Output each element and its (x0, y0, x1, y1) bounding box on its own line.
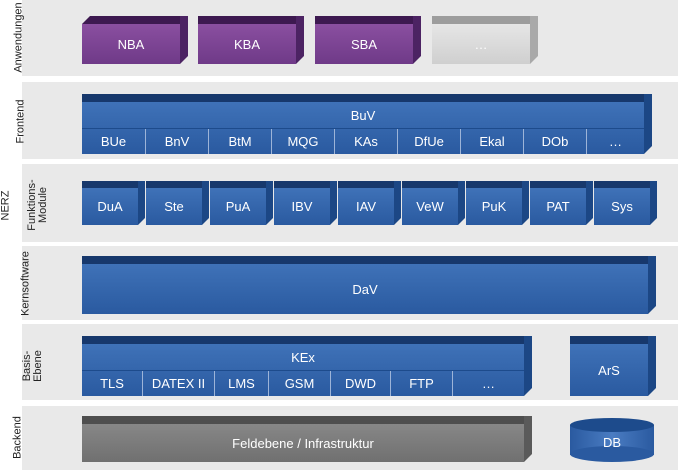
kex-cell[interactable]: GSM (268, 371, 330, 396)
buv-cell[interactable]: Ekal (460, 129, 523, 154)
module-iav[interactable]: IAV (338, 181, 401, 225)
kex-cell[interactable]: FTP (390, 371, 452, 396)
module-side (650, 181, 657, 225)
module-top (530, 181, 586, 188)
module-side (586, 181, 593, 225)
kex-title: KEx (291, 349, 315, 365)
db-top (570, 418, 654, 432)
app-kba[interactable]: KBA (198, 16, 304, 64)
module-pua[interactable]: PuA (210, 181, 273, 225)
module-top (210, 181, 266, 188)
buv-title: BuV (350, 107, 376, 123)
buv-cell[interactable]: … (586, 129, 644, 154)
buv-cell[interactable]: MQG (271, 129, 334, 154)
label-frontend: Frontend (14, 99, 27, 144)
module-dua[interactable]: DuA (82, 181, 145, 225)
basis-ars[interactable]: ArS (570, 336, 656, 396)
kex-cell[interactable]: DWD (330, 371, 390, 396)
buv-cell[interactable]: DfUe (397, 129, 460, 154)
module-label: Ste (146, 188, 202, 225)
module-top (338, 181, 394, 188)
module-side (266, 181, 273, 225)
kex-divider (82, 370, 524, 371)
module-label: VeW (402, 188, 458, 225)
module-side (138, 181, 145, 225)
module-side (522, 181, 529, 225)
module-label: IAV (338, 188, 394, 225)
module-side (458, 181, 465, 225)
label-funktions-module: Funktions- Module (26, 179, 49, 231)
module-side (202, 181, 209, 225)
buv-cell[interactable]: BnV (145, 129, 208, 154)
app-sba[interactable]: SBA (315, 16, 421, 64)
app-nba[interactable]: NBA (82, 16, 188, 64)
module-side (330, 181, 337, 225)
module-vew[interactable]: VeW (402, 181, 465, 225)
module-top (594, 181, 650, 188)
module-puk[interactable]: PuK (466, 181, 529, 225)
module-sys[interactable]: Sys (594, 181, 657, 225)
kex-cell[interactable]: … (452, 371, 524, 396)
module-top (82, 181, 138, 188)
module-top (402, 181, 458, 188)
module-side (394, 181, 401, 225)
label-nerz: NERZ (0, 190, 12, 221)
kex-cell[interactable]: LMS (214, 371, 268, 396)
label-anwendungen: Anwendungen (12, 2, 25, 73)
module-label: Sys (594, 188, 650, 225)
kex-cell[interactable]: TLS (100, 376, 124, 391)
kernsoftware-dav[interactable]: DaV (82, 256, 656, 314)
backend-db[interactable]: DB (570, 418, 654, 462)
buv-divider (82, 128, 644, 129)
backend-feldebene[interactable]: Feldebene / Infrastruktur (82, 416, 532, 462)
kex-cell[interactable]: DATEX II (142, 371, 214, 396)
module-label: PAT (530, 188, 586, 225)
db-bottom (570, 446, 654, 462)
label-backend: Backend (11, 416, 24, 459)
module-top (274, 181, 330, 188)
module-pat[interactable]: PAT (530, 181, 593, 225)
module-top (466, 181, 522, 188)
buv-cell[interactable]: KAs (334, 129, 397, 154)
label-basis-ebene: Basis- Ebene (21, 350, 44, 382)
module-top (146, 181, 202, 188)
module-ste[interactable]: Ste (146, 181, 209, 225)
buv-cell[interactable]: DOb (523, 129, 586, 154)
module-label: PuK (466, 188, 522, 225)
buv-cell[interactable]: BUe (100, 134, 127, 149)
app-more[interactable]: … (432, 16, 538, 64)
module-label: PuA (210, 188, 266, 225)
module-ibv[interactable]: IBV (274, 181, 337, 225)
db-label: DB (602, 434, 622, 450)
module-label: IBV (274, 188, 330, 225)
module-label: DuA (82, 188, 138, 225)
buv-cell[interactable]: BtM (208, 129, 271, 154)
label-kernsoftware: Kernsoftware (19, 251, 32, 316)
